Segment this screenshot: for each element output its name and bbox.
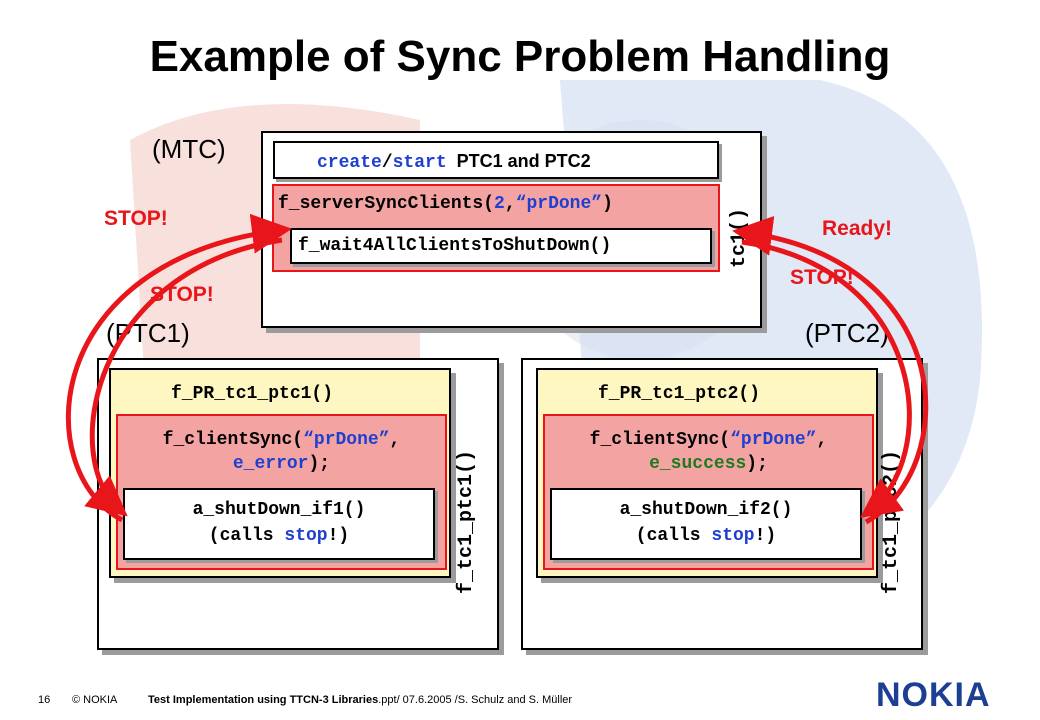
server-sync-fn: f_serverSyncClients( — [278, 194, 495, 214]
ptc1-behaviour-box: f_PR_tc1_ptc1() f_clientSync(“prDone”, e… — [109, 368, 451, 578]
ptc2-label: (PTC2) — [805, 318, 889, 348]
ptc2-client-sync-box: f_clientSync(“prDone”, e_success); a_shu… — [543, 414, 874, 570]
ptc1-sync-result: e_error — [232, 454, 309, 474]
create-keyword: create — [317, 153, 382, 173]
server-sync-arg1: 2 — [494, 194, 505, 214]
server-sync-close: ) — [602, 194, 613, 214]
wait-shutdown-text: f_wait4AllClientsToShutDown() — [298, 236, 612, 256]
ptc1-client-sync-line1: f_clientSync(“prDone”, — [118, 430, 445, 450]
ptc2-sync-comma: , — [816, 430, 828, 450]
create-start-box: create/start PTC1 and PTC2 — [273, 141, 719, 179]
ptc1-calls-post: !) — [327, 526, 350, 546]
mtc-vertical-label: tc1() — [728, 207, 751, 268]
ptc2-shutdown-box: a_shutDown_if2() (calls stop!) — [550, 488, 862, 560]
ptc1-sync-fn: f_clientSync( — [162, 430, 304, 450]
ready-label-right: Ready! — [822, 217, 893, 240]
wait-shutdown-box: f_wait4AllClientsToShutDown() — [290, 228, 712, 264]
ptc2-client-sync-line2: e_success); — [545, 454, 872, 474]
ptc1-sync-end: ); — [308, 454, 331, 474]
slash: / — [381, 153, 393, 173]
nokia-logo: NOKIA — [876, 676, 991, 714]
ptc1-label: (PTC1) — [106, 318, 190, 348]
ptc2-component-box: f_PR_tc1_ptc2() f_clientSync(“prDone”, e… — [521, 358, 923, 650]
stop-label-left-bottom: STOP! — [150, 283, 214, 306]
footer-copyright: © NOKIA — [72, 694, 118, 706]
ptc2-sync-fn: f_clientSync( — [589, 430, 731, 450]
footer-source: Test Implementation using TTCN-3 Librari… — [148, 694, 572, 706]
ptc1-vertical-label: f_tc1_ptc1() — [455, 449, 478, 594]
mtc-label: (MTC) — [152, 134, 226, 164]
ptc1-sync-arg: “prDone” — [303, 430, 390, 450]
footer-source-title: Test Implementation using TTCN-3 Librari… — [148, 694, 379, 706]
server-sync-box: f_serverSyncClients(2,“prDone”) f_wait4A… — [272, 184, 720, 272]
server-sync-text: f_serverSyncClients(2,“prDone”) — [278, 194, 613, 214]
ptc2-shutdown-fn: a_shutDown_if2() — [619, 500, 793, 520]
ptc1-client-sync-line2: e_error); — [118, 454, 445, 474]
stop-label-left-top: STOP! — [104, 207, 168, 230]
ptc1-behaviour-label: f_PR_tc1_ptc1() — [171, 384, 334, 404]
ptc1-client-sync-box: f_clientSync(“prDone”, e_error); a_shutD… — [116, 414, 447, 570]
create-start-rest: PTC1 and PTC2 — [456, 151, 591, 171]
ptc2-calls-post: !) — [754, 526, 777, 546]
slide-title: Example of Sync Problem Handling — [149, 32, 891, 81]
create-start-text: create/start PTC1 and PTC2 — [317, 151, 591, 173]
ptc2-client-sync-line1: f_clientSync(“prDone”, — [545, 430, 872, 450]
ptc2-sync-arg: “prDone” — [730, 430, 817, 450]
stop-label-right: STOP! — [790, 266, 854, 289]
ptc1-shutdown-fn: a_shutDown_if1() — [192, 500, 366, 520]
page-number: 16 — [38, 694, 51, 706]
ptc2-sync-result: e_success — [649, 454, 747, 474]
ptc1-calls-kw: stop — [284, 526, 328, 546]
ptc2-calls-pre: (calls — [635, 526, 712, 546]
ptc2-vertical-label: f_tc1_ptc2() — [880, 449, 903, 594]
ptc2-calls-stop: (calls stop!) — [552, 526, 860, 546]
ptc2-calls-kw: stop — [711, 526, 755, 546]
start-keyword: start — [392, 153, 447, 173]
ptc2-behaviour-box: f_PR_tc1_ptc2() f_clientSync(“prDone”, e… — [536, 368, 878, 578]
server-sync-arg2: “prDone” — [515, 194, 603, 214]
ptc2-behaviour-label: f_PR_tc1_ptc2() — [598, 384, 761, 404]
ptc1-component-box: f_PR_tc1_ptc1() f_clientSync(“prDone”, e… — [97, 358, 499, 650]
ptc1-calls-stop: (calls stop!) — [125, 526, 433, 546]
mtc-testcase-box: create/start PTC1 and PTC2 f_serverSyncC… — [261, 131, 762, 328]
server-sync-comma: , — [504, 194, 516, 214]
ptc1-calls-pre: (calls — [208, 526, 285, 546]
ptc2-sync-end: ); — [746, 454, 768, 474]
footer-source-rest: .ppt/ 07.6.2005 /S. Schulz and S. Müller — [378, 694, 573, 706]
ptc1-shutdown-box: a_shutDown_if1() (calls stop!) — [123, 488, 435, 560]
ptc1-sync-comma: , — [389, 430, 401, 450]
